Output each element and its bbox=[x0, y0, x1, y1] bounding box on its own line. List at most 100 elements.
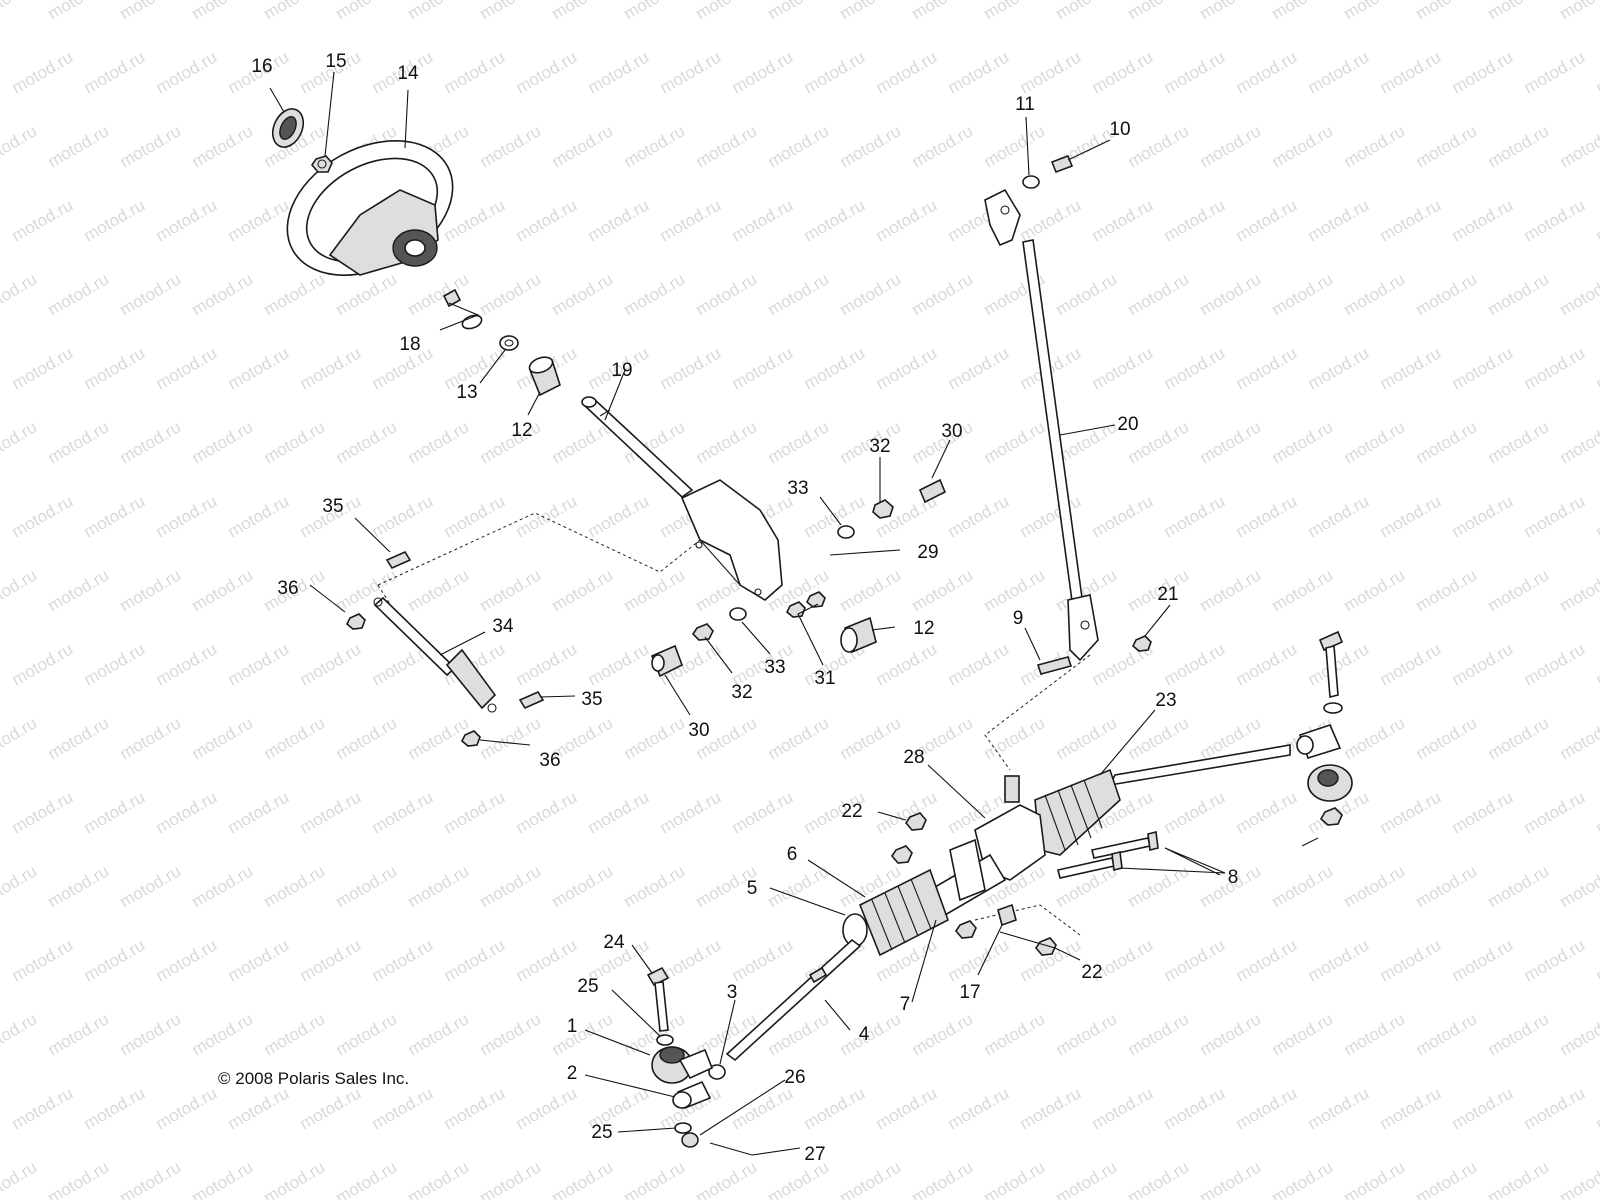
watermark-text: motod.ru bbox=[81, 491, 149, 541]
watermark-text: motod.ru bbox=[117, 861, 185, 911]
watermark-text: motod.ru bbox=[909, 565, 977, 615]
watermark-text: motod.ru bbox=[9, 47, 77, 97]
watermark-text: motod.ru bbox=[1521, 195, 1589, 245]
watermark-text: motod.ru bbox=[1269, 269, 1337, 319]
watermark-text: motod.ru bbox=[1089, 47, 1157, 97]
watermark-text: motod.ru bbox=[945, 1083, 1013, 1133]
watermark-text: motod.ru bbox=[621, 269, 689, 319]
watermark-text: motod.ru bbox=[1557, 1009, 1600, 1059]
watermark-text: motod.ru bbox=[1413, 861, 1481, 911]
watermark-text: motod.ru bbox=[621, 713, 689, 763]
watermark-text: motod.ru bbox=[1449, 787, 1517, 837]
callout-20: 20 bbox=[1117, 414, 1138, 435]
callout-9: 9 bbox=[1013, 608, 1024, 629]
watermark-text: motod.ru bbox=[729, 47, 797, 97]
watermark-text: motod.ru bbox=[1161, 639, 1229, 689]
watermark-text: motod.ru bbox=[81, 935, 149, 985]
watermark-text: motod.ru bbox=[981, 121, 1049, 171]
watermark-text: motod.ru bbox=[1089, 1083, 1157, 1133]
watermark-text: motod.ru bbox=[693, 269, 761, 319]
watermark-text: motod.ru bbox=[1377, 343, 1445, 393]
watermark-text: motod.ru bbox=[1269, 565, 1337, 615]
watermark-text: motod.ru bbox=[1125, 713, 1193, 763]
watermark-text: motod.ru bbox=[1449, 47, 1517, 97]
watermark-text: motod.ru bbox=[1089, 343, 1157, 393]
watermark-text: motod.ru bbox=[621, 0, 689, 23]
callout-36: 36 bbox=[539, 750, 560, 771]
watermark-text: motod.ru bbox=[1377, 491, 1445, 541]
watermark-text: motod.ru bbox=[1413, 121, 1481, 171]
watermark-text: motod.ru bbox=[189, 269, 257, 319]
callout-26: 26 bbox=[784, 1067, 805, 1088]
watermark-text: motod.ru bbox=[441, 935, 509, 985]
watermark-text: motod.ru bbox=[513, 47, 581, 97]
watermark-text: motod.ru bbox=[1017, 195, 1085, 245]
watermark-text: motod.ru bbox=[1521, 935, 1589, 985]
watermark-text: motod.ru bbox=[225, 1083, 293, 1133]
watermark-text: motod.ru bbox=[1449, 935, 1517, 985]
watermark-text: motod.ru bbox=[1269, 861, 1337, 911]
watermark-text: motod.ru bbox=[1485, 861, 1553, 911]
watermark-text: motod.ru bbox=[333, 417, 401, 467]
callout-24: 24 bbox=[603, 932, 625, 953]
watermark-text: motod.ru bbox=[1413, 269, 1481, 319]
watermark-text: motod.ru bbox=[405, 269, 473, 319]
watermark-text: motod.ru bbox=[297, 639, 365, 689]
callout-35: 35 bbox=[581, 689, 602, 710]
callout-13: 13 bbox=[456, 382, 477, 403]
watermark-text: motod.ru bbox=[225, 787, 293, 837]
callout-3: 3 bbox=[727, 982, 738, 1003]
watermark-text: motod.ru bbox=[1233, 787, 1301, 837]
watermark-text: motod.ru bbox=[153, 935, 221, 985]
watermark-text: motod.ru bbox=[765, 713, 833, 763]
watermark-text: motod.ru bbox=[189, 565, 257, 615]
callout-12: 12 bbox=[511, 420, 532, 441]
intermediate-shaft-part bbox=[984, 188, 1099, 662]
watermark-text: motod.ru bbox=[1341, 713, 1409, 763]
watermark-text: motod.ru bbox=[441, 491, 509, 541]
watermark-text: motod.ru bbox=[45, 0, 113, 23]
watermark-text: motod.ru bbox=[297, 343, 365, 393]
watermark-text: motod.ru bbox=[1233, 47, 1301, 97]
watermark-text: motod.ru bbox=[513, 195, 581, 245]
watermark-text: motod.ru bbox=[225, 491, 293, 541]
watermark-text: motod.ru bbox=[1341, 861, 1409, 911]
watermark-text: motod.ru bbox=[1305, 1083, 1373, 1133]
watermark-text: motod.ru bbox=[1233, 1083, 1301, 1133]
watermark-text: motod.ru bbox=[1557, 713, 1600, 763]
watermark-text: motod.ru bbox=[1305, 343, 1373, 393]
watermark-text: motod.ru bbox=[477, 121, 545, 171]
watermark-text: motod.ru bbox=[1485, 269, 1553, 319]
steering-wheel-part bbox=[286, 140, 454, 276]
watermark-text: motod.ru bbox=[1557, 0, 1600, 23]
watermark-text: motod.ru bbox=[45, 565, 113, 615]
watermark-text: motod.ru bbox=[261, 1157, 329, 1200]
watermark-text: motod.ru bbox=[1269, 1157, 1337, 1200]
watermark-text: motod.ru bbox=[369, 935, 437, 985]
watermark-text: motod.ru bbox=[945, 491, 1013, 541]
watermark-text: motod.ru bbox=[837, 1157, 905, 1200]
watermark-text: motod.ru bbox=[117, 1157, 185, 1200]
watermark-text: motod.ru bbox=[45, 417, 113, 467]
watermark-text: motod.ru bbox=[1017, 47, 1085, 97]
callout-18: 18 bbox=[399, 334, 420, 355]
watermark-text: motod.ru bbox=[1449, 639, 1517, 689]
watermark-text: motod.ru bbox=[1233, 343, 1301, 393]
watermark-text: motod.ru bbox=[405, 861, 473, 911]
watermark-text: motod.ru bbox=[1053, 269, 1121, 319]
watermark-text: motod.ru bbox=[1125, 1009, 1193, 1059]
watermark-text: motod.ru bbox=[765, 417, 833, 467]
strut-hardware-parts bbox=[346, 550, 545, 747]
watermark-text: motod.ru bbox=[153, 47, 221, 97]
watermark-text: motod.ru bbox=[477, 713, 545, 763]
watermark-text: motod.ru bbox=[153, 787, 221, 837]
watermark-text: motod.ru bbox=[153, 1083, 221, 1133]
watermark-text: motod.ru bbox=[1593, 195, 1600, 245]
callout-17: 17 bbox=[959, 982, 980, 1003]
watermark-text: motod.ru bbox=[909, 0, 977, 23]
watermark-text: motod.ru bbox=[1485, 1009, 1553, 1059]
watermark-text: motod.ru bbox=[1377, 935, 1445, 985]
watermark-text: motod.ru bbox=[1053, 1157, 1121, 1200]
watermark-text: motod.ru bbox=[1485, 713, 1553, 763]
watermark-text: motod.ru bbox=[909, 1157, 977, 1200]
